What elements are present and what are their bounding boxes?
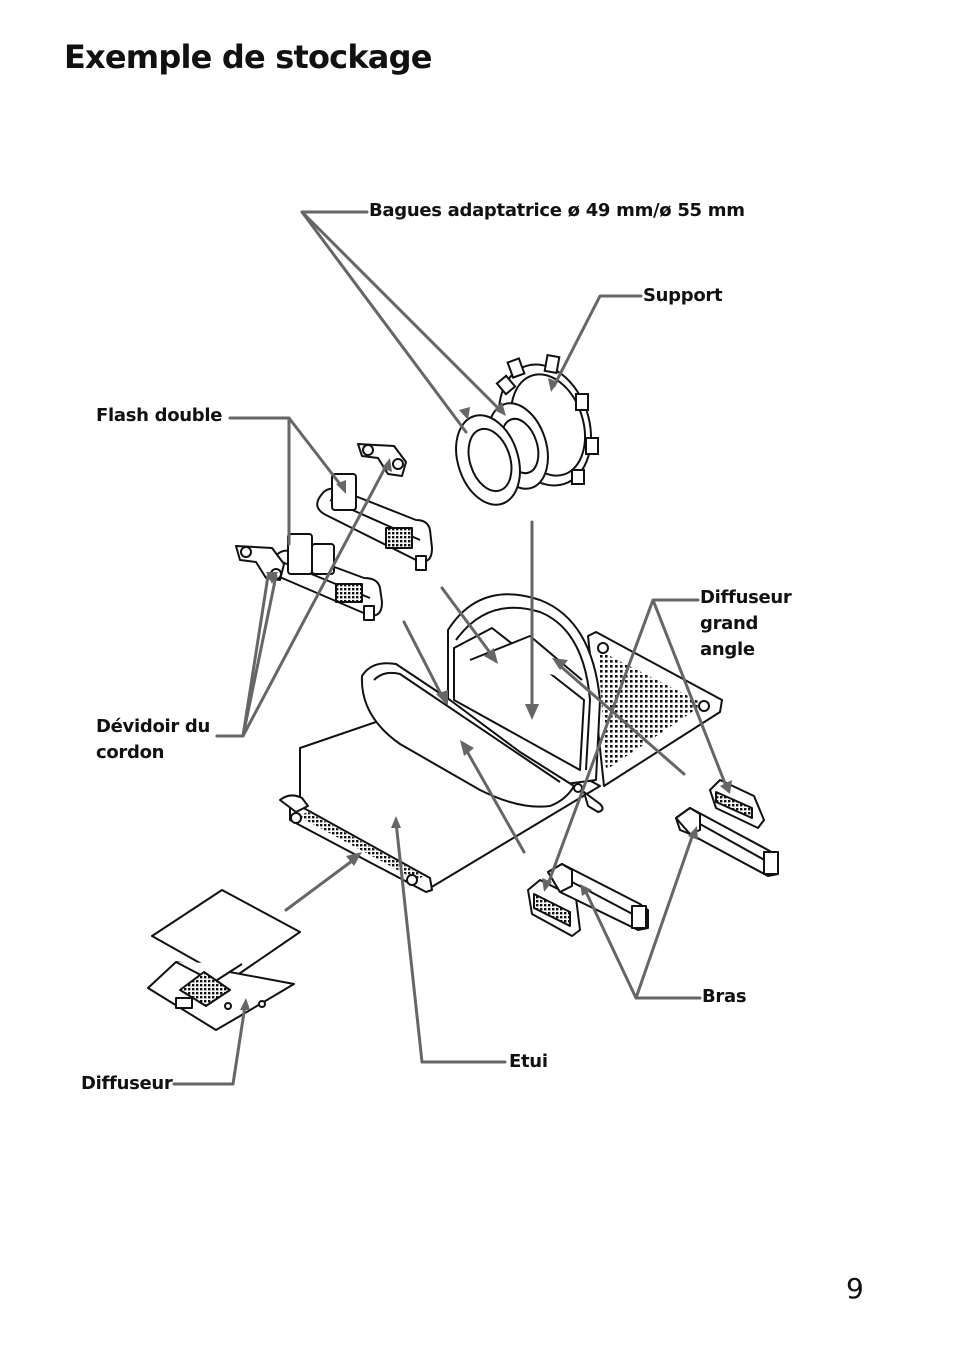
- label-wide-angle-diffuser-line-3: angle: [700, 639, 755, 660]
- wide-angle-diffuser-illustration: [527, 779, 765, 937]
- label-cord-reel-line-1: Dévidoir du: [96, 716, 211, 737]
- diffuser-illustration: [147, 889, 301, 1031]
- arms-illustration: [547, 807, 779, 931]
- label-cord-reel: Dévidoir du cordon: [96, 714, 210, 766]
- label-wide-angle-diffuser-line-1: Diffuseur: [700, 587, 792, 608]
- label-support: Support: [643, 285, 723, 306]
- adapter-rings-illustration: [455, 353, 599, 506]
- label-cord-reel-line-2: cordon: [96, 742, 165, 763]
- label-wide-angle-diffuser-line-2: grand: [700, 613, 759, 634]
- arrow-heads: [240, 378, 732, 1010]
- label-diffuser: Diffuseur: [81, 1073, 173, 1094]
- label-double-flash: Flash double: [96, 405, 223, 426]
- label-arms: Bras: [702, 986, 747, 1007]
- page-title: Exemple de stockage: [64, 38, 432, 76]
- page-number: 9: [846, 1272, 864, 1305]
- leader-lines: [172, 210, 728, 1086]
- label-case: Etui: [509, 1051, 548, 1072]
- label-wide-angle-diffuser: Diffuseur grand angle: [700, 585, 792, 663]
- label-adapter-rings: Bagues adaptatrice ø 49 mm/ø 55 mm: [369, 200, 745, 221]
- storage-arrows: [284, 520, 686, 912]
- case-illustration: [279, 593, 723, 893]
